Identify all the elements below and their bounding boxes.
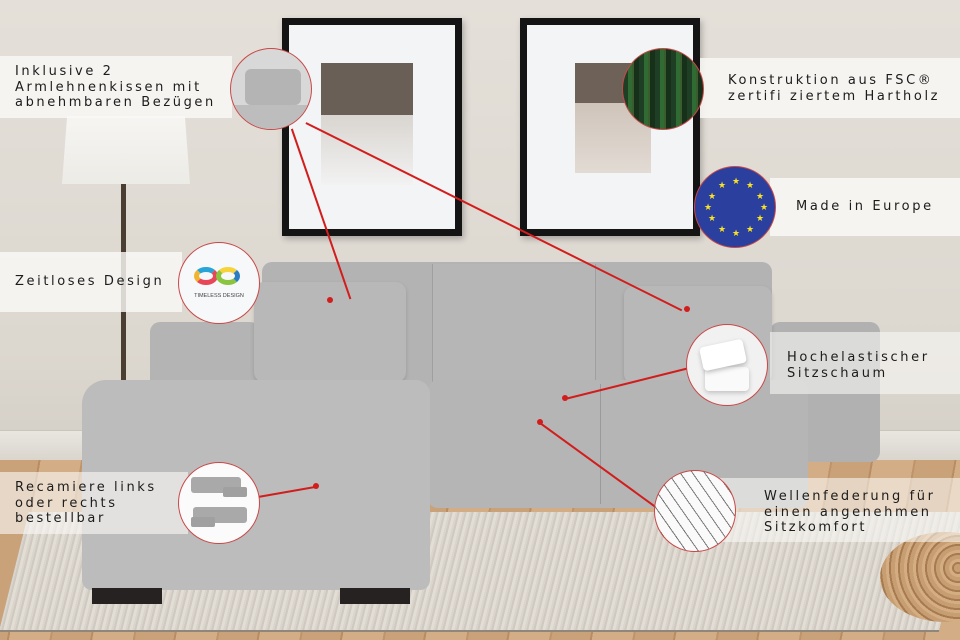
callout-bar-design xyxy=(0,252,182,312)
armrest-pillow-icon xyxy=(230,48,312,130)
feature-label-fsc: Konstruktion aus FSC® zertifi ziertem Ha… xyxy=(728,73,940,104)
callout-bar-europe xyxy=(770,178,960,236)
wall-art-left xyxy=(282,18,462,236)
label-line: einen angenehmen xyxy=(764,504,932,520)
sofa-variants-icon xyxy=(178,462,260,544)
feature-label-design: Zeitloses Design xyxy=(15,274,164,290)
label-line: Sitzschaum xyxy=(787,365,888,381)
foam-blocks-icon xyxy=(686,324,768,406)
callout-bar-foam xyxy=(770,332,960,394)
label-line: Armlehnenkissen mit xyxy=(15,79,202,95)
feature-label-europe: Made in Europe xyxy=(796,199,934,215)
feature-label-pillows: Inklusive 2 Armlehnenkissen mit abnehmba… xyxy=(15,64,216,111)
callout-bar-springs xyxy=(720,478,960,542)
wave-springs-icon xyxy=(654,470,736,552)
label-line: Recamiere links xyxy=(15,480,157,495)
feature-label-foam: Hochelastischer Sitzschaum xyxy=(787,350,930,381)
pointer-dot xyxy=(313,483,319,489)
label-line: Inklusive 2 xyxy=(15,64,114,79)
label-line: Hochelastischer xyxy=(787,350,930,365)
timeless-design-caption: TIMELESS DESIGN xyxy=(194,293,244,299)
label-line: Konstruktion aus FSC® xyxy=(728,73,934,88)
pointer-dot xyxy=(327,297,333,303)
eu-flag-icon: ★ ★ ★ ★ ★ ★ ★ ★ ★ ★ ★ ★ xyxy=(694,166,776,248)
pointer-dot xyxy=(562,395,568,401)
label-line: zertifi ziertem Hartholz xyxy=(728,88,941,104)
label-line: Sitzkomfort xyxy=(764,520,868,535)
callout-bar-pillows xyxy=(0,56,232,118)
feature-label-recamiere: Recamiere links oder rechts bestellbar xyxy=(15,480,157,527)
pointer-dot xyxy=(684,306,690,312)
callout-bar-recamiere xyxy=(0,472,188,534)
forest-icon xyxy=(622,48,704,130)
pointer-dot xyxy=(537,419,543,425)
callout-bar-fsc xyxy=(700,58,960,118)
label-line: bestellbar xyxy=(15,511,106,526)
label-line: oder rechts xyxy=(15,495,118,511)
feature-label-springs: Wellenfederung für einen angenehmen Sitz… xyxy=(764,489,936,536)
floor-lamp-shade xyxy=(62,116,190,184)
label-line: abnehmbaren Bezügen xyxy=(15,95,216,110)
label-line: Wellenfederung für xyxy=(764,489,936,504)
infinity-icon: TIMELESS DESIGN xyxy=(178,242,260,324)
label-line: Made in Europe xyxy=(796,199,934,214)
label-line: Zeitloses Design xyxy=(15,274,165,289)
